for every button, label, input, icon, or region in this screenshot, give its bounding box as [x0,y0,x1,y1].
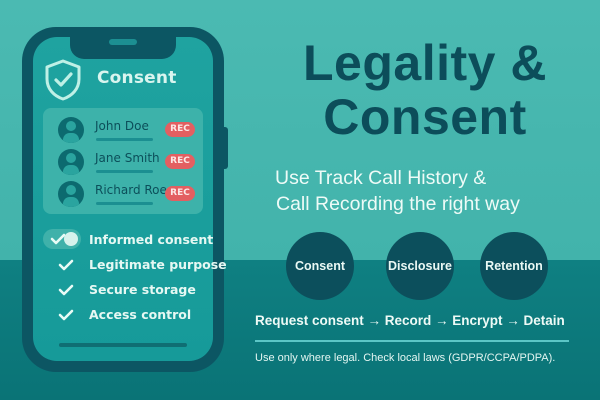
pillar-label: Retention [485,259,543,273]
app-title: Consent [97,68,177,88]
checklist-label: Secure storage [89,282,196,297]
checkmark-icon [58,309,74,321]
informed-consent-toggle[interactable] [43,229,81,249]
checklist-label: Legitimate purpose [89,257,227,272]
call-history-list: John Doe REC Jane Smith REC Richard Roe … [43,108,203,214]
contact-row-richard-roe[interactable]: Richard Roe REC [43,181,203,213]
shield-check-icon [45,59,81,101]
legal-footnote: Use only where legal. Check local laws (… [255,352,556,364]
pillar-consent: Consent [286,232,354,300]
subtitle: Use Track Call History & Call Recording … [275,165,595,217]
rec-badge: REC [165,154,195,169]
checkmark-icon [58,259,74,271]
rec-badge: REC [165,186,195,201]
phone-speaker [109,39,137,45]
checkmark-icon [58,284,74,296]
checklist-item-secure-storage: Secure storage [0,281,200,301]
headline-line-2: Consent [323,89,527,145]
home-indicator [59,343,187,347]
pillar-label: Disclosure [388,259,452,273]
subtitle-line-1: Use Track Call History & [275,167,487,189]
user-avatar-icon [58,149,84,175]
user-avatar-icon [58,181,84,207]
phone-side-button [223,127,228,169]
divider [255,340,569,342]
informed-consent-label: Informed consent [89,232,214,247]
contact-row-jane-smith[interactable]: Jane Smith REC [43,149,203,181]
headline-line-1: Legality & [303,35,547,91]
pillar-disclosure: Disclosure [386,232,454,300]
pillar-retention: Retention [480,232,548,300]
toggle-check-icon [50,233,66,245]
contact-name: John Doe [95,119,149,133]
toggle-knob [64,232,78,246]
user-avatar-icon [58,117,84,143]
rec-badge: REC [165,122,195,137]
contact-detail-bar [96,170,153,173]
pillar-label: Consent [295,259,345,273]
checklist-item-access-control: Access control [0,306,200,326]
checklist-item-legitimate-purpose: Legitimate purpose [0,256,227,276]
informed-consent-item: Informed consent [0,231,213,251]
contact-detail-bar [96,202,153,205]
contact-name: Jane Smith [95,151,160,165]
subtitle-line-2: Call Recording the right way [276,193,520,215]
headline: Legality & Consent [260,36,590,144]
process-flow: Request consent → Record → Encrypt → Det… [255,313,565,328]
contact-name: Richard Roe [95,183,167,197]
checklist-label: Access control [89,307,192,322]
contact-detail-bar [96,138,153,141]
contact-row-john-doe[interactable]: John Doe REC [43,117,203,149]
